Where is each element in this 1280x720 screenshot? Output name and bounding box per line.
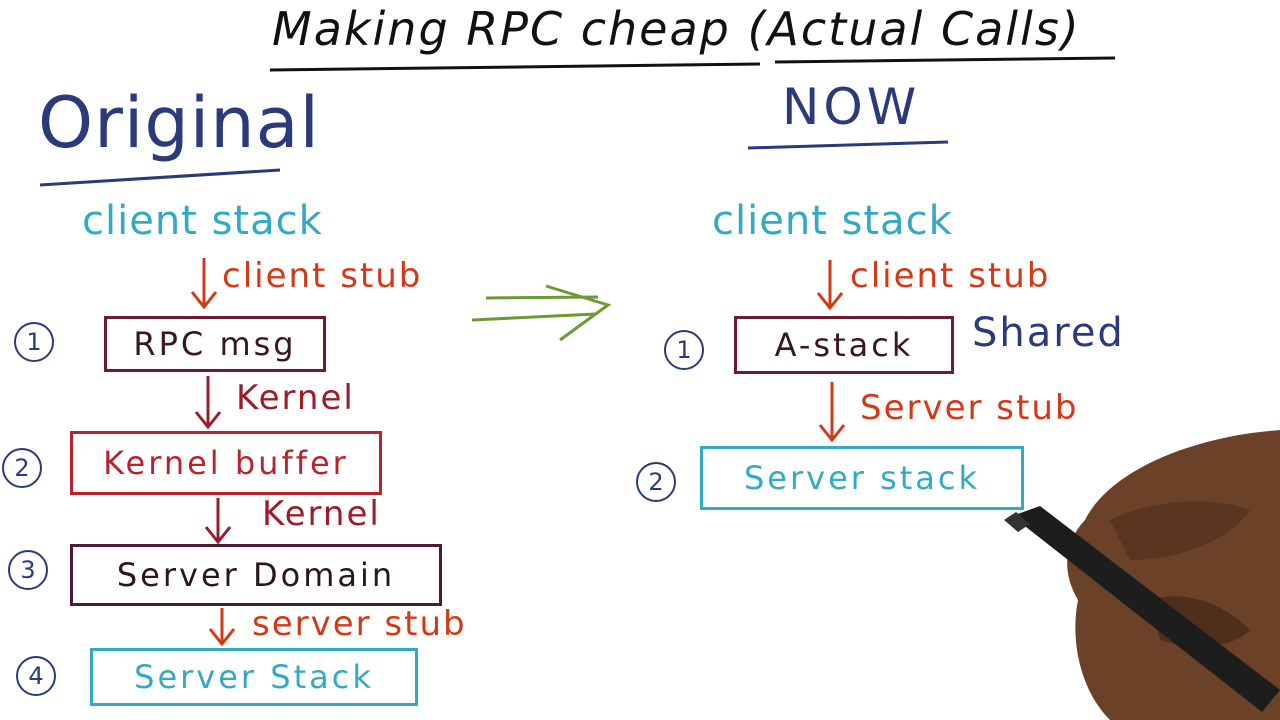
now-shared-label: Shared [972,310,1125,356]
original-step-1-number: 1 [26,328,42,356]
now-step-2-number: 2 [648,468,664,496]
now-client-stack-label: client stack [712,198,953,244]
original-kernel-arrow-1 [194,376,222,430]
now-a-stack-text: A-stack [774,326,914,364]
original-rpc-msg-text: RPC msg [133,325,297,363]
now-server-stack-box: Server stack [700,446,1024,510]
title-underline-left [269,62,761,72]
original-step-3-marker: 3 [8,550,48,590]
now-server-stub-label: Server stub [860,388,1079,428]
original-client-stub-arrow [190,258,218,310]
heading-now: NOW [782,78,921,136]
original-client-stub-label: client stub [222,256,423,296]
now-a-stack-box: A-stack [734,316,954,374]
now-server-stub-arrow [818,382,846,443]
now-step-1-number: 1 [676,336,692,364]
original-server-stub-label: server stub [252,604,467,644]
original-client-stack-label: client stack [82,198,323,244]
original-server-stack-box: Server Stack [90,648,418,706]
original-kernel-buffer-text: Kernel buffer [103,444,349,482]
hand-with-marker-image [1004,430,1280,720]
original-step-1-marker: 1 [14,322,54,362]
original-kernel-arrow-2 [204,498,232,545]
original-kernel-buffer-box: Kernel buffer [70,431,382,495]
original-step-2-marker: 2 [2,448,42,488]
original-kernel-label-2: Kernel [262,494,381,534]
now-client-stub-arrow [816,260,844,311]
original-step-4-number: 4 [28,662,44,690]
original-step-4-marker: 4 [16,656,56,696]
now-underline [747,140,949,150]
now-step-2-marker: 2 [636,462,676,502]
original-step-3-number: 3 [20,556,36,584]
original-server-domain-text: Server Domain [116,556,396,594]
original-server-domain-box: Server Domain [70,544,442,606]
heading-original: Original [38,82,320,164]
now-server-stack-text: Server stack [743,459,981,497]
original-kernel-label-1: Kernel [236,378,355,418]
now-step-1-marker: 1 [664,330,704,370]
original-server-stub-arrow [208,608,236,647]
original-rpc-msg-box: RPC msg [104,316,326,372]
title-underline-right [774,56,1116,64]
transition-double-arrow [471,284,612,342]
original-server-stack-text: Server Stack [134,658,374,696]
now-client-stub-label: client stub [850,256,1051,296]
slide-title: Making RPC cheap (Actual Calls) [272,2,1081,56]
original-underline [39,168,281,187]
original-step-2-number: 2 [14,454,30,482]
